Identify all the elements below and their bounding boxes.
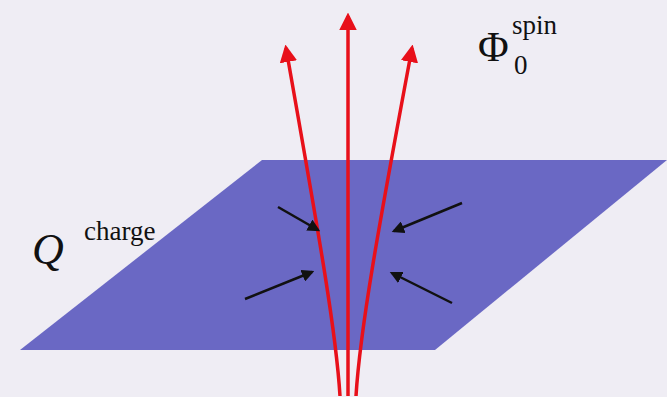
- charge-arrows: [245, 203, 462, 303]
- spin-flux-lines: [286, 16, 412, 396]
- charge-symbol: Q: [32, 228, 64, 272]
- plane: [20, 160, 667, 350]
- flux-subscript: 0: [514, 52, 528, 79]
- flux-symbol: Φ: [478, 26, 509, 68]
- spin-superscript: spin: [512, 12, 557, 39]
- charge-superscript: charge: [84, 218, 155, 245]
